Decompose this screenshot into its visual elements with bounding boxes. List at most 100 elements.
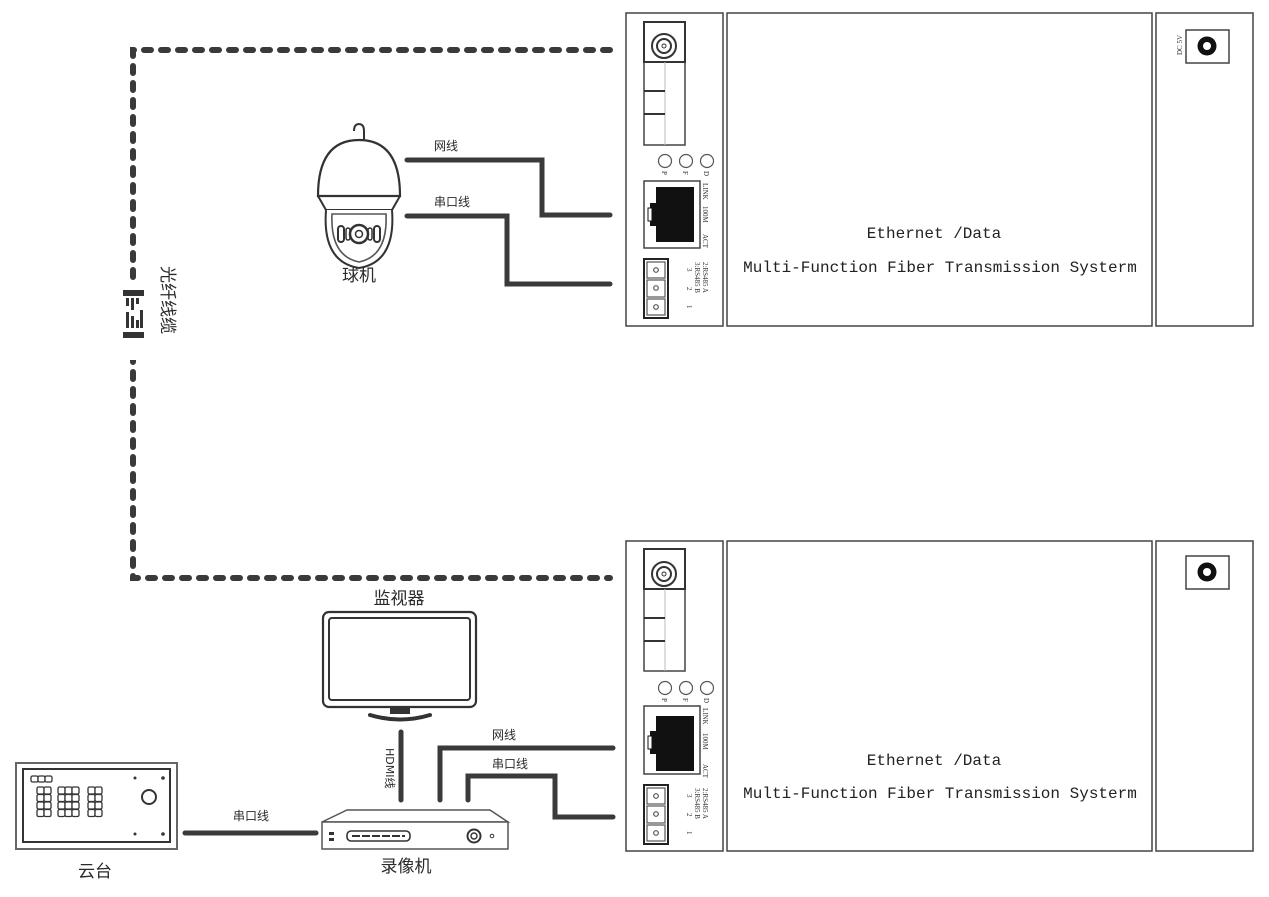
network-cable-label: 网线 [434,139,458,153]
led-f [678,153,694,169]
fiber-port-icon[interactable] [643,548,686,672]
led-p-label: P [660,698,668,702]
keyboard-key [87,793,96,803]
led-d [699,153,715,169]
serial-cable-path [404,213,613,287]
keyboard-key [94,793,103,803]
transceiver-body [726,540,1153,852]
rs485-b-label: 3:RS485 B [693,788,701,819]
led-d [699,680,715,696]
monitor-label: 监视器 [374,589,425,609]
keyboard-key [94,808,103,818]
dome-camera-label: 球机 [342,266,376,286]
keyboard-key [36,793,45,803]
keyboard-key [43,793,52,803]
keyboard-key [36,801,45,810]
hdmi-cable: HDMI线 [383,729,404,803]
product-line1: Ethernet /Data [867,752,1002,770]
keyboard-key [87,786,96,795]
led-d-label: D [702,698,710,703]
act-label: ACT [701,234,709,249]
status-leds: P F D [657,153,715,176]
keyboard-key [57,808,66,818]
fiber-cable-path [130,47,613,581]
keyboard-key [30,775,39,783]
link-label: LINK [701,708,709,725]
keyboard-key [71,801,80,810]
serial-cable-bottom: 串口线 [465,757,616,820]
led-f [678,680,694,696]
product-line2: Multi-Function Fiber Transmission Syster… [743,785,1137,803]
status-leds: P F D [657,680,715,703]
pin-3-label: 3 [685,794,693,798]
ptz-keyboard-icon [15,762,178,850]
fiber-coupler-icon [118,280,148,360]
keyboard-key [57,801,66,810]
keyboard-key [87,801,96,810]
rs485-terminal-icon[interactable] [643,784,669,845]
keyboard-key [64,793,73,803]
serial-cable-keyboard: 串口线 [182,809,319,836]
product-line2: Multi-Function Fiber Transmission Syster… [743,259,1137,277]
product-line1: Ethernet /Data [867,225,1002,243]
transceiver-body [726,12,1153,327]
keyboard-key [87,808,96,818]
led-d-label: D [702,171,710,176]
keyboard-key [36,786,45,795]
keyboard-key [57,786,66,795]
keyboard-key [94,801,103,810]
keyboard-key [36,808,45,818]
rs485-terminal-icon[interactable] [643,258,669,319]
keyboard-key [71,793,80,803]
fiber-cable [130,47,613,581]
power-label: DC 5V [1176,35,1184,55]
keyboard-keys [30,775,103,818]
led-f-label: F [681,171,689,175]
dome-camera-icon [316,122,402,270]
led-f-label: F [681,698,689,702]
transceiver-local: P F D LINK 100M ACT 2:RS485 A 3:RS485 B … [625,540,1254,852]
rs485-a-label: 2:RS485 A [701,788,709,819]
network-cable-top: 网线 [404,139,613,218]
transceiver-remote: P F D LINK 100M ACT 2:RS485 A 3:RS485 B … [625,12,1254,327]
link-label: LINK [701,183,709,200]
fiber-cable-label: 光纤线缆 [157,266,177,334]
pin-1-label: 1 [685,305,693,309]
pin-1-label: 1 [685,831,693,835]
network-cable-path [404,157,613,218]
ptz-keyboard-label: 云台 [78,862,112,882]
recorder-label: 录像机 [381,857,432,877]
rs485-b-label: 3:RS485 B [693,262,701,293]
speed-label: 100M [701,206,709,224]
nvr-recorder-icon [321,809,511,850]
act-label: ACT [701,764,709,779]
pin-2-label: 2 [685,813,693,817]
keyboard-key [64,786,73,795]
keyboard-key [64,801,73,810]
rj45-port-icon[interactable] [643,180,701,249]
pin-2-label: 2 [685,287,693,291]
hdmi-cable-label: HDMI线 [383,748,397,788]
keyboard-key [43,801,52,810]
keyboard-key [71,808,80,818]
keyboard-key [64,808,73,818]
pin-3-label: 3 [685,268,693,272]
keyboard-key [94,786,103,795]
network-cable-label: 网线 [492,728,516,742]
dc-power-jack-icon[interactable] [1185,29,1230,64]
fiber-port-icon[interactable] [643,21,686,146]
keyboard-key [43,786,52,795]
led-p-label: P [660,171,668,175]
dc-power-jack-icon[interactable] [1185,555,1230,590]
network-cable-bottom: 网线 [437,728,616,803]
rj45-port-icon[interactable] [643,705,701,775]
keyboard-key [57,793,66,803]
transceiver-rear-panel [1155,540,1254,852]
monitor-icon [321,610,478,722]
speed-label: 100M [701,733,709,751]
keyboard-key [37,775,46,783]
led-p [657,153,673,169]
keyboard-key [71,786,80,795]
serial-cable-label: 串口线 [233,809,269,823]
